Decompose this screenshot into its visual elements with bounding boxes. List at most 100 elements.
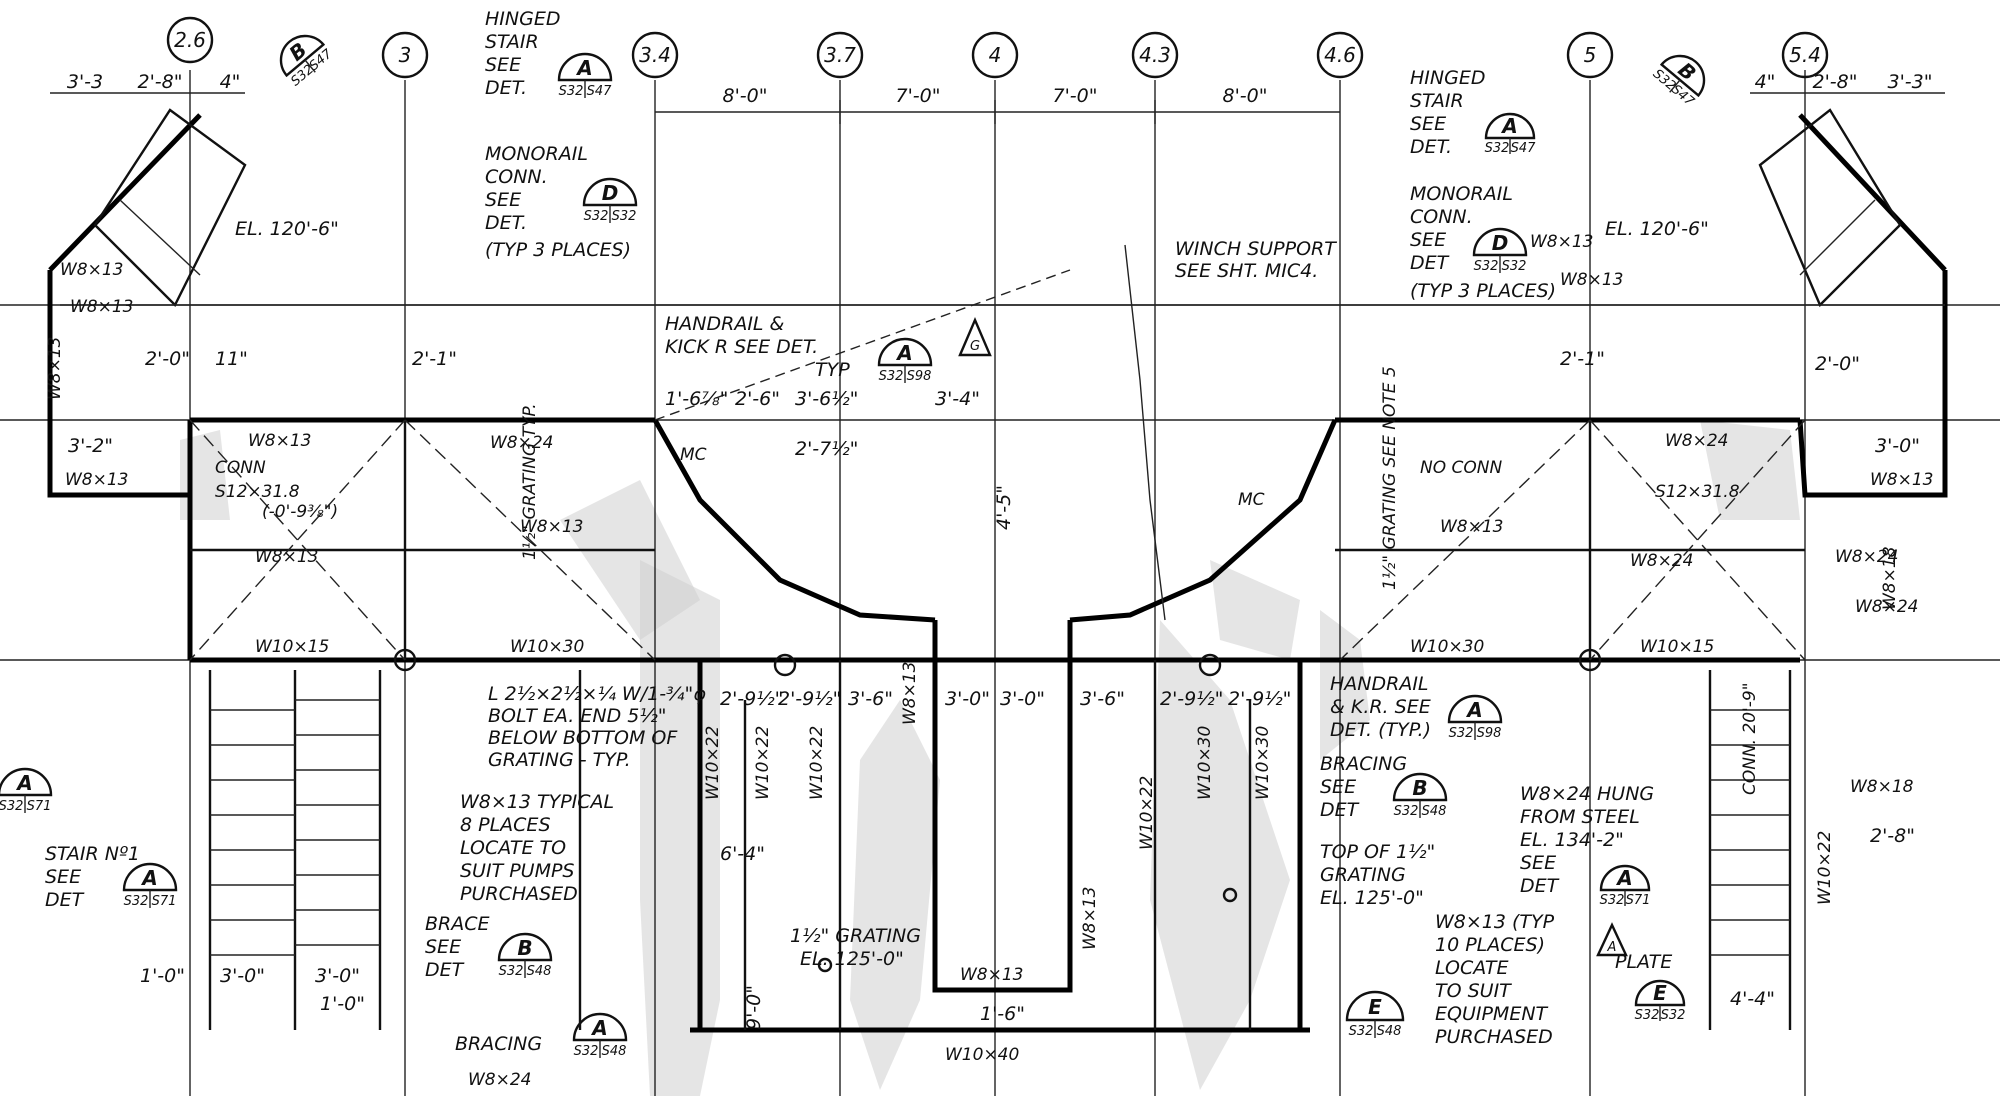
svg-text:W8×13 (TYP: W8×13 (TYP — [1435, 911, 1555, 933]
svg-text:S98: S98 — [1477, 726, 1502, 741]
svg-text:A: A — [1500, 114, 1517, 138]
svg-text:3'-3": 3'-3" — [1888, 71, 1933, 93]
svg-text:(TYP 3 PLACES): (TYP 3 PLACES) — [485, 239, 631, 261]
svg-text:S71: S71 — [27, 799, 52, 814]
detail-marker-a-handrail: A S32 S98 — [877, 337, 933, 384]
svg-text:3.4: 3.4 — [639, 43, 671, 67]
svg-text:3'-0": 3'-0" — [945, 688, 990, 710]
svg-text:EQUIPMENT: EQUIPMENT — [1435, 1003, 1549, 1025]
svg-text:DET: DET — [1520, 875, 1560, 897]
small-labels: CONN NO CONN MC 1½" GRATING TYP. 1½" GRA… — [45, 336, 1920, 1030]
svg-text:S32: S32 — [1502, 259, 1527, 274]
svg-text:4.3: 4.3 — [1139, 43, 1171, 67]
dim-11: 11" — [215, 348, 248, 370]
dim-3-0b: 3'-0" — [220, 965, 265, 987]
note-w8-typical: W8×13 TYPICAL 8 PLACES LOCATE TO SUIT PU… — [460, 791, 614, 905]
svg-text:SEE: SEE — [1320, 776, 1356, 798]
label-conn-stair: CONN. 20'-9" — [1740, 682, 1760, 795]
svg-text:W10×30: W10×30 — [510, 637, 584, 657]
svg-text:STAIR Nº1: STAIR Nº1 — [45, 843, 140, 865]
svg-text:W8×13: W8×13 — [520, 517, 584, 537]
svg-text:E: E — [1653, 981, 1667, 1005]
dim-2-1-left: 2'-1" — [412, 348, 457, 370]
svg-text:PURCHASED: PURCHASED — [460, 883, 578, 905]
drawing-notes: HINGED STAIR SEE DET. HINGED STAIR SEE D… — [45, 8, 1709, 1055]
label-mc-right: MC — [1238, 490, 1265, 510]
svg-text:D: D — [602, 181, 619, 205]
svg-text:W8×24: W8×24 — [490, 433, 554, 453]
svg-text:MONORAIL: MONORAIL — [485, 143, 588, 165]
svg-text:W10×22: W10×22 — [1137, 776, 1157, 850]
svg-text:4": 4" — [1755, 71, 1776, 93]
grid-bubble-4-3: 4.3 — [1131, 31, 1179, 79]
note-winch-support: WINCH SUPPORT SEE SHT. MIC4. — [1175, 238, 1337, 282]
svg-text:A: A — [590, 1016, 607, 1040]
dim-2-8: 2'-8" — [1870, 825, 1915, 847]
svg-text:W10×22: W10×22 — [807, 726, 827, 800]
svg-text:A: A — [1465, 698, 1482, 722]
svg-text:8 PLACES: 8 PLACES — [460, 814, 551, 836]
svg-text:W8×24: W8×24 — [1855, 597, 1919, 617]
svg-text:W8×13: W8×13 — [960, 965, 1024, 985]
note-monorail-right: MONORAIL CONN. SEE DET (TYP 3 PLACES) — [1410, 183, 1556, 302]
svg-text:TOP OF 1½": TOP OF 1½" — [1320, 841, 1435, 863]
label-s12-right: S12×31.8 — [1655, 482, 1740, 502]
svg-text:E: E — [1368, 995, 1382, 1019]
detail-markers: B S32 S47 A S32 S47 D S32 S32 A S32 S98 … — [0, 34, 1706, 1059]
svg-text:3'-6½": 3'-6½" — [795, 388, 858, 410]
svg-text:2'-8": 2'-8" — [1813, 71, 1858, 93]
svg-text:BOLT EA. END 5½": BOLT EA. END 5½" — [488, 705, 667, 727]
svg-text:2'-6": 2'-6" — [735, 388, 780, 410]
svg-text:S98: S98 — [907, 369, 932, 384]
svg-text:SEE: SEE — [425, 936, 461, 958]
svg-text:3'-3: 3'-3 — [67, 71, 103, 93]
svg-text:DET.: DET. — [485, 212, 527, 234]
dim-2-1-right: 2'-1" — [1560, 348, 1605, 370]
label-no-conn: NO CONN — [1420, 458, 1502, 478]
svg-text:3: 3 — [399, 43, 412, 67]
svg-text:S32: S32 — [1474, 259, 1499, 274]
svg-text:2'-9½": 2'-9½" — [1160, 688, 1223, 710]
svg-text:W8×13: W8×13 — [1870, 470, 1934, 490]
grid-bubble-3: 3 — [381, 31, 429, 79]
member-labels: W8×13 W8×13 W8×13 W8×13 W8×24 W8×13 W8×1… — [60, 232, 1934, 1090]
svg-text:W10×22: W10×22 — [703, 726, 723, 800]
svg-text:S48: S48 — [1422, 804, 1447, 819]
svg-text:SUIT PUMPS: SUIT PUMPS — [460, 860, 575, 882]
svg-text:TO SUIT: TO SUIT — [1435, 980, 1512, 1002]
label-s12-elev: (-0'-9⅜") — [262, 502, 338, 522]
svg-text:A: A — [575, 56, 592, 80]
svg-text:A: A — [1607, 940, 1617, 955]
svg-text:DET. (TYP.): DET. (TYP.) — [1330, 719, 1431, 741]
detail-marker-a-hinged-left: A S32 S47 — [557, 52, 613, 99]
label-grating-typ: 1½" GRATING TYP. — [520, 403, 540, 560]
svg-text:DET: DET — [45, 889, 85, 911]
svg-text:CONN.: CONN. — [1410, 206, 1473, 228]
svg-text:W10×40: W10×40 — [945, 1045, 1019, 1065]
note-monorail-left: MONORAIL CONN. SEE DET. (TYP 3 PLACES) — [485, 143, 631, 261]
svg-text:(TYP 3 PLACES): (TYP 3 PLACES) — [1410, 280, 1556, 302]
svg-text:FROM STEEL: FROM STEEL — [1520, 806, 1640, 828]
dim-3-0c: 3'-0" — [315, 965, 360, 987]
svg-text:HANDRAIL: HANDRAIL — [1330, 673, 1429, 695]
note-handrail-top: HANDRAIL & KICK R SEE DET. TYP — [665, 313, 850, 381]
svg-text:W10×22: W10×22 — [753, 726, 773, 800]
detail-marker-a-stair: A S32 S71 — [122, 862, 178, 909]
svg-text:DET.: DET. — [1410, 136, 1452, 158]
svg-text:EL. 125'-0": EL. 125'-0" — [800, 948, 904, 970]
svg-text:& K.R. SEE: & K.R. SEE — [1330, 696, 1431, 718]
svg-text:4: 4 — [989, 43, 1002, 67]
label-mc: MC — [680, 445, 707, 465]
svg-text:W10×30: W10×30 — [1253, 726, 1273, 800]
svg-text:W8×24: W8×24 — [1835, 547, 1899, 567]
svg-text:S32: S32 — [124, 894, 149, 909]
svg-text:HINGED: HINGED — [485, 8, 560, 30]
note-bracing-right: BRACING SEE DET — [1320, 753, 1407, 821]
svg-text:MONORAIL: MONORAIL — [1410, 183, 1513, 205]
svg-text:STAIR: STAIR — [1410, 90, 1464, 112]
svg-text:BELOW BOTTOM OF: BELOW BOTTOM OF — [488, 727, 678, 749]
svg-text:S32: S32 — [1349, 1024, 1374, 1039]
svg-text:TYP: TYP — [815, 359, 850, 381]
svg-text:W8×18: W8×18 — [1880, 546, 1900, 610]
svg-text:W10×30: W10×30 — [1195, 726, 1215, 800]
